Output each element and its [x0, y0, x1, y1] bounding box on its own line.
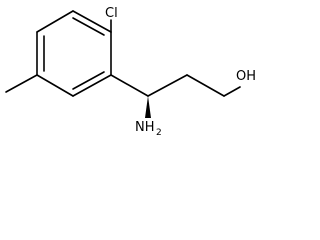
ring-bond-c2-c3	[36, 10, 74, 33]
ring-bond-c5-c6	[72, 74, 112, 97]
amine-label: NH 2	[135, 120, 162, 138]
ring-bond-c4-c5	[36, 74, 74, 97]
ring-double-bond-c5-c6	[72, 71, 105, 90]
hydroxyl-label: OH	[236, 69, 256, 84]
chlorine-label: Cl	[105, 6, 118, 21]
methyl-bond	[5, 74, 38, 93]
amine-symbol: NH	[135, 120, 155, 135]
ring-double-bond-c1-c2	[72, 17, 105, 36]
ch2-to-ch2-bond	[186, 74, 225, 97]
benzene-ring	[36, 10, 112, 97]
wedge-bond-amine	[145, 96, 151, 118]
ch2-to-oh-bond	[223, 86, 241, 97]
molecule-structure: Cl OH NH 2	[5, 6, 256, 138]
ring-bond-c1-c2	[72, 10, 112, 33]
chiral-to-ch2-bond	[147, 74, 188, 97]
amine-subscript: 2	[156, 128, 162, 138]
ring-to-chiral-bond	[110, 74, 149, 97]
